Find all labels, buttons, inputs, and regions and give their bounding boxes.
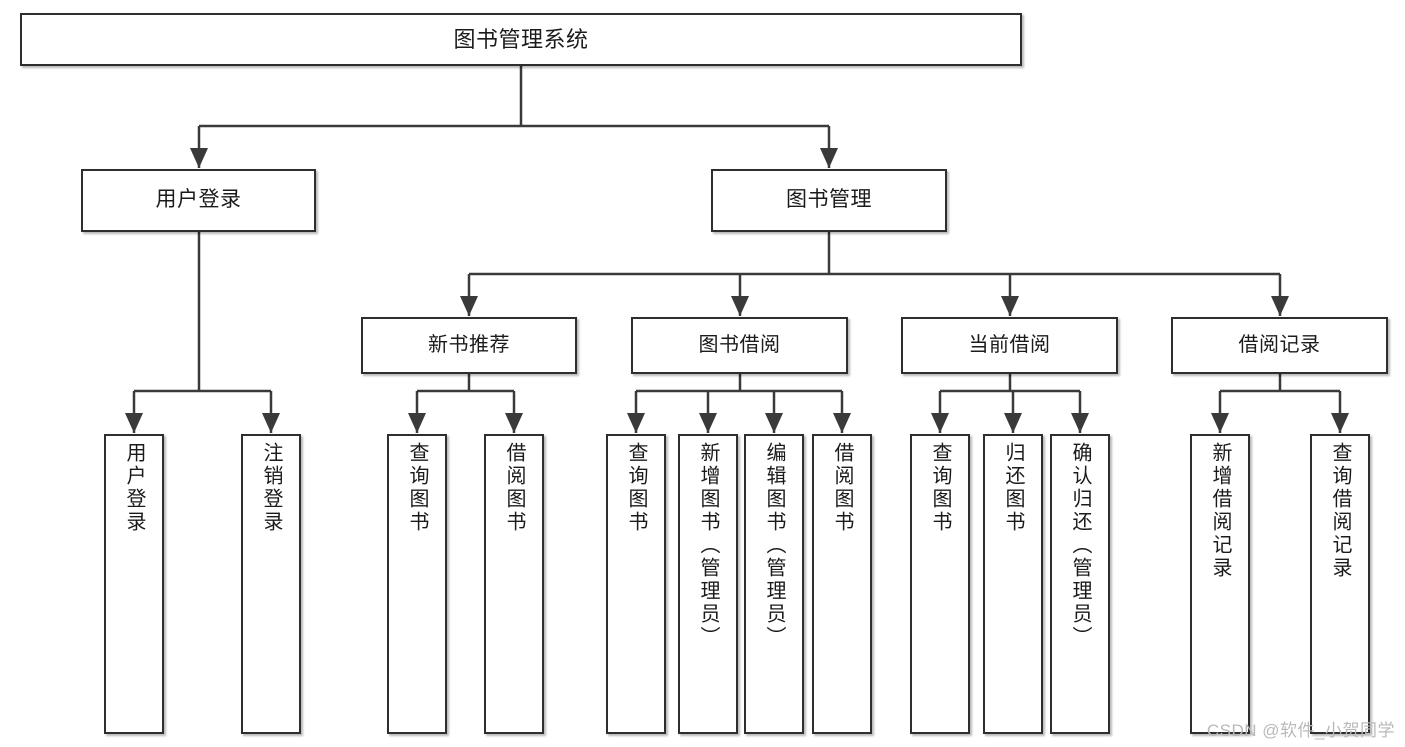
- node-label: 注销登录: [260, 442, 282, 534]
- arrow-head: [190, 148, 208, 168]
- node-borrow[interactable]: 图书借阅: [631, 317, 848, 374]
- arrow-head: [408, 413, 426, 433]
- node-label: 新书推荐: [428, 334, 510, 356]
- arrow-head: [699, 413, 717, 433]
- node-root[interactable]: 图书管理系统: [20, 13, 1022, 66]
- node-login[interactable]: 用户登录: [81, 169, 316, 232]
- node-l-query3[interactable]: 查询图书: [910, 434, 970, 734]
- node-label: 借阅图书: [831, 442, 853, 534]
- arrow-head: [505, 413, 523, 433]
- node-l-add[interactable]: 新增图书（管理员）: [678, 434, 738, 734]
- arrow-head: [125, 413, 143, 433]
- node-l-query1[interactable]: 查询图书: [387, 434, 447, 734]
- node-label: 归还图书: [1002, 442, 1024, 534]
- node-current[interactable]: 当前借阅: [901, 317, 1118, 374]
- node-label: 当前借阅: [968, 334, 1051, 356]
- arrow-head: [731, 296, 749, 316]
- arrow-head: [1004, 413, 1022, 433]
- node-l-addrec[interactable]: 新增借阅记录: [1190, 434, 1250, 734]
- arrow-head: [820, 148, 838, 168]
- node-label: 图书管理: [786, 188, 872, 212]
- arrow-head: [627, 413, 645, 433]
- arrow-head: [1211, 413, 1229, 433]
- node-l-confirm[interactable]: 确认归还（管理员）: [1050, 434, 1110, 734]
- node-l-edit[interactable]: 编辑图书（管理员）: [744, 434, 804, 734]
- arrow-head: [1271, 296, 1289, 316]
- node-label: 新增图书（管理员）: [697, 442, 719, 649]
- arrow-head: [1071, 413, 1089, 433]
- node-label: 编辑图书（管理员）: [763, 442, 785, 649]
- node-label: 用户登录: [155, 188, 242, 212]
- node-l-return[interactable]: 归还图书: [983, 434, 1043, 734]
- arrow-head: [931, 413, 949, 433]
- node-label: 确认归还（管理员）: [1069, 442, 1091, 649]
- node-label: 借阅图书: [503, 442, 525, 534]
- node-l-queryrec[interactable]: 查询借阅记录: [1310, 434, 1370, 734]
- node-label: 查询借阅记录: [1329, 442, 1351, 580]
- node-l-login[interactable]: 用户登录: [104, 434, 164, 734]
- node-l-borrow2[interactable]: 借阅图书: [812, 434, 872, 734]
- node-label: 新增借阅记录: [1209, 442, 1231, 580]
- arrow-head: [460, 296, 478, 316]
- arrow-head: [1331, 413, 1349, 433]
- node-label: 用户登录: [123, 442, 145, 534]
- node-l-borrow1[interactable]: 借阅图书: [484, 434, 544, 734]
- arrow-head: [1001, 296, 1019, 316]
- node-bookmgmt[interactable]: 图书管理: [711, 169, 947, 232]
- arrow-head: [765, 413, 783, 433]
- node-label: 借阅记录: [1238, 334, 1321, 356]
- arrow-head: [833, 413, 851, 433]
- node-label: 查询图书: [406, 442, 428, 534]
- arrow-head: [262, 413, 280, 433]
- node-l-logout[interactable]: 注销登录: [241, 434, 301, 734]
- node-l-query2[interactable]: 查询图书: [606, 434, 666, 734]
- node-label: 查询图书: [929, 442, 951, 534]
- node-label: 图书管理系统: [453, 26, 589, 52]
- node-label: 查询图书: [625, 442, 647, 534]
- watermark-label: CSDN @软件_小贺同学: [1206, 721, 1395, 740]
- node-records[interactable]: 借阅记录: [1171, 317, 1388, 374]
- node-newbook[interactable]: 新书推荐: [361, 317, 577, 374]
- node-label: 图书借阅: [698, 334, 781, 356]
